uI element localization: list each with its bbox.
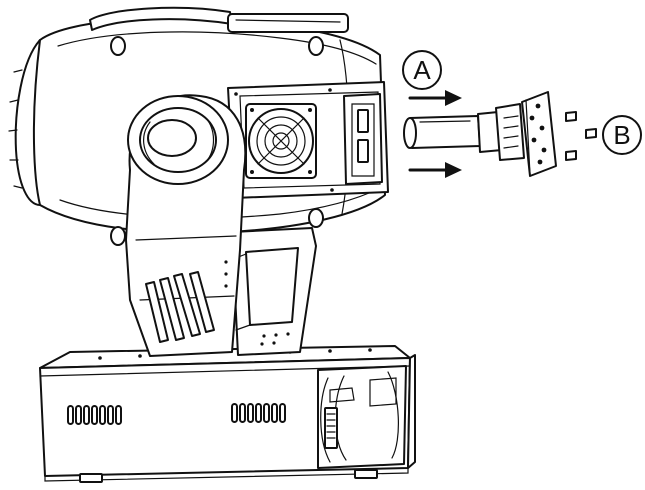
fan-guard — [245, 103, 317, 179]
plate-screws — [565, 111, 597, 161]
yoke-left-arm — [125, 94, 247, 357]
base-vent-right — [231, 403, 286, 423]
base-vent-left — [67, 405, 122, 425]
callout-a-label: A — [413, 55, 431, 85]
callout-b: B — [602, 115, 642, 155]
lamp-assembly — [403, 91, 557, 177]
arm-grille — [145, 271, 215, 343]
fixture-base — [39, 345, 416, 483]
callout-b-label: B — [613, 120, 630, 150]
callout-a: A — [402, 50, 442, 90]
yoke-right-arm — [231, 227, 317, 356]
moving-head — [8, 6, 389, 246]
removal-arrows — [408, 90, 462, 178]
